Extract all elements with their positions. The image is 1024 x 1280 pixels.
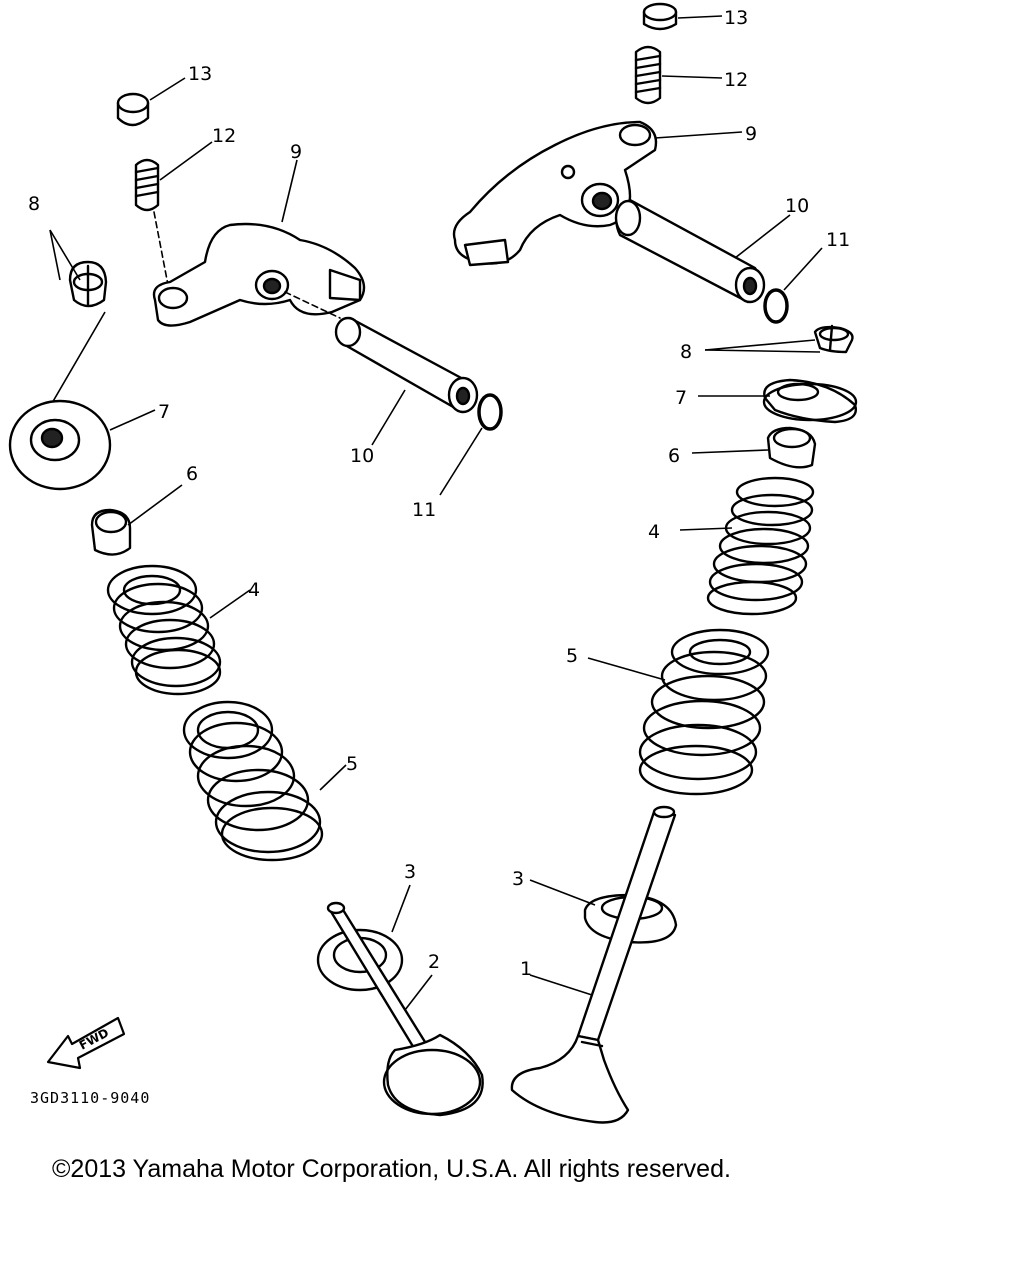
left-callout-2: 2 xyxy=(428,951,440,973)
left-valve-adjuster-screw xyxy=(134,158,169,286)
left-callout-9: 9 xyxy=(290,141,302,163)
right-callout-6: 6 xyxy=(668,445,680,467)
left-valve-stem-seal xyxy=(90,508,132,556)
copyright-notice: ©2013 Yamaha Motor Corporation, U.S.A. A… xyxy=(52,1155,731,1183)
right-rocker-shaft xyxy=(614,198,766,304)
left-callout-6: 6 xyxy=(186,463,198,485)
right-callout-12: 12 xyxy=(724,69,748,91)
right-callout-10: 10 xyxy=(785,195,809,217)
right-rocker-arm xyxy=(452,120,658,267)
right-inner-valve-spring xyxy=(706,476,815,616)
right-callout-9: 9 xyxy=(745,123,757,145)
drawing-code: 3GD3110-9040 xyxy=(30,1089,150,1107)
right-outer-valve-spring xyxy=(638,628,770,796)
left-callout-3: 3 xyxy=(404,861,416,883)
right-exhaust-valve xyxy=(510,805,677,1124)
left-callout-13: 13 xyxy=(188,63,212,85)
right-adjuster-locknut xyxy=(642,2,678,31)
right-callout-1: 1 xyxy=(520,958,532,980)
left-inner-valve-spring xyxy=(106,564,222,696)
fwd-arrow-icon: FWD xyxy=(46,1016,126,1070)
left-valve-cotters xyxy=(68,260,108,308)
left-callout-12: 12 xyxy=(212,125,236,147)
right-valve-spring-retainer xyxy=(762,378,858,424)
right-callout-7: 7 xyxy=(675,387,687,409)
left-callout-10: 10 xyxy=(350,445,374,467)
right-o-ring xyxy=(763,288,789,324)
right-callout-11: 11 xyxy=(826,229,850,251)
left-outer-valve-spring xyxy=(182,700,324,862)
right-callout-13: 13 xyxy=(724,7,748,29)
left-adjuster-locknut xyxy=(116,92,150,127)
right-callout-3: 3 xyxy=(512,868,524,890)
right-callout-4: 4 xyxy=(648,521,660,543)
left-callout-8: 8 xyxy=(28,193,40,215)
right-callout-8: 8 xyxy=(680,341,692,363)
left-rocker-arm xyxy=(152,222,366,327)
left-rocker-shaft xyxy=(334,316,479,414)
left-valve-spring-retainer xyxy=(8,399,112,491)
right-valve-cotters xyxy=(813,324,854,354)
left-callout-5: 5 xyxy=(346,753,358,775)
left-callout-4: 4 xyxy=(248,579,260,601)
right-valve-adjuster-screw xyxy=(634,45,662,105)
left-callout-11: 11 xyxy=(412,499,436,521)
left-callout-7: 7 xyxy=(158,401,170,423)
left-o-ring xyxy=(477,393,503,431)
right-callout-5: 5 xyxy=(566,645,578,667)
left-intake-valve xyxy=(326,901,484,1117)
right-valve-stem-seal xyxy=(766,426,817,469)
